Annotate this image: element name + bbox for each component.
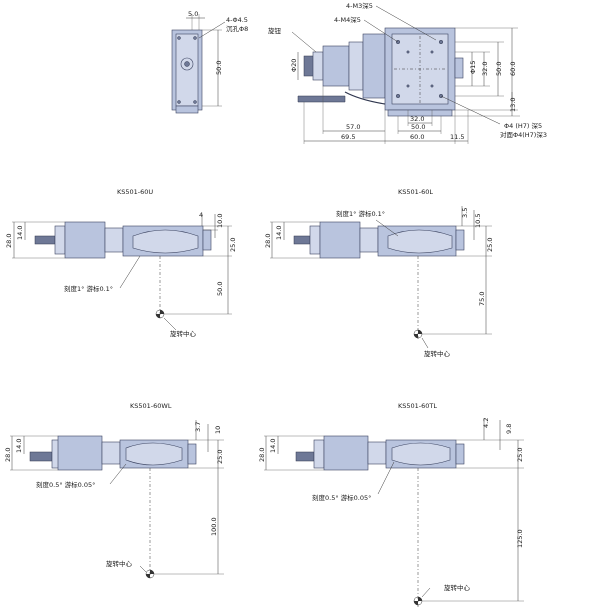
front-dim-h50: 50.0 [411, 123, 425, 131]
side-knob-circle [180, 57, 194, 71]
l-dim-14: 14.0 [275, 226, 283, 240]
front-dim-60: 60.0 [509, 62, 517, 76]
view-ks501-60l: KS501-60L 28.0 14.0 3.5 10.5 25.0 75.0 刻… [264, 188, 494, 358]
wl-dim-28: 28.0 [4, 448, 12, 462]
l-center-label: 旋转中心 [424, 349, 451, 358]
front-dim-13: 13.0 [509, 98, 517, 112]
top-front-view: 4-M3深5 4-M4深5 旋钮 Φ20 Φ15 32.0 50.0 60.0 … [268, 1, 547, 144]
l-end-knob [455, 229, 465, 251]
l-knob-cap [293, 235, 311, 245]
front-slide-block [362, 33, 386, 99]
u-dim-4: 4 [199, 211, 203, 219]
tl-center-label: 旋转中心 [444, 583, 471, 592]
title-ks501-60tl: KS501-60TL [398, 402, 437, 410]
u-center-label: 旋转中心 [170, 329, 197, 338]
front-knob [312, 51, 324, 81]
front-dim-h57: 57.0 [346, 123, 360, 131]
tl-knob-cap [295, 451, 315, 462]
u-collar [104, 227, 124, 253]
u-micrometer [64, 221, 106, 259]
wl-knob-cap [29, 451, 53, 462]
u-arc-scale [132, 229, 199, 254]
u-knob [54, 225, 66, 255]
tl-end-knob [455, 443, 465, 465]
wl-center-label: 旋转中心 [106, 559, 133, 568]
wl-micrometer [57, 435, 103, 471]
view-ks501-60wl: KS501-60WL 28.0 14.0 3.7 10 25.0 100.0 刻… [4, 402, 224, 580]
side-stage-foot [175, 105, 199, 114]
tl-dim-14: 14.0 [269, 439, 277, 453]
front-callout-m4: 4-M4深5 [334, 15, 361, 24]
u-scale-label: 刻度1° 游标0.1° [64, 284, 113, 293]
side-hole-callout-2: 沉孔Φ8 [226, 25, 248, 33]
u-knob-cap [34, 235, 56, 245]
u-dim-14: 14.0 [16, 226, 24, 240]
front-side-knob [454, 57, 464, 79]
tl-dim-4-2: 4.2 [482, 418, 490, 428]
front-dim-bore: Φ15 [469, 61, 477, 74]
tl-dim-28: 28.0 [258, 448, 266, 462]
front-base [387, 109, 453, 117]
tl-dim-125: 125.0 [516, 529, 524, 548]
title-ks501-60u: KS501-60U [117, 188, 153, 196]
tl-scale-label: 刻度0.5° 游标0.05° [312, 493, 371, 502]
wl-dim-100: 100.0 [210, 517, 218, 536]
l-knob [309, 225, 321, 255]
l-dim-3-5: 3.5 [461, 208, 469, 218]
front-dim-50: 50.0 [495, 62, 503, 76]
u-dim-50: 50.0 [216, 282, 224, 296]
wl-dim-14: 14.0 [15, 439, 23, 453]
front-dim-h32: 32.0 [410, 115, 424, 123]
u-dim-10: 10.0 [216, 214, 224, 228]
wl-arc-scale [125, 442, 183, 466]
front-micrometer [322, 45, 350, 87]
l-micrometer [319, 221, 361, 259]
front-dim-32: 32.0 [481, 62, 489, 76]
l-dim-25: 25.0 [486, 238, 494, 252]
wl-end-knob [187, 443, 197, 465]
l-arc-scale [387, 229, 453, 254]
tl-micrometer [323, 435, 369, 471]
u-dim-28: 28.0 [5, 234, 13, 248]
wl-dim-10: 10 [214, 426, 222, 434]
front-note-1: Φ4 (H7) 深5 [504, 121, 542, 130]
tl-knob [313, 439, 325, 469]
tl-dim-25: 25.0 [516, 448, 524, 462]
tl-arc-scale [391, 442, 451, 466]
top-side-view: 5.0 50.0 4-Φ4.5 沉孔Φ8 [171, 10, 248, 114]
l-dim-10-5: 10.5 [474, 214, 482, 228]
tl-dim-9-8: 9.8 [505, 424, 513, 434]
front-dim-h11-5: 11.5 [450, 133, 464, 141]
front-callout-m3: 4-M3深5 [346, 1, 373, 10]
wl-scale-label: 刻度0.5° 游标0.05° [36, 480, 95, 489]
u-dim-25: 25.0 [229, 238, 237, 252]
l-scale-label: 刻度1° 游标0.1° [336, 209, 385, 218]
front-callout-knob: 旋钮 [268, 26, 282, 35]
wl-collar [101, 441, 121, 465]
l-collar [359, 227, 379, 253]
front-cable [297, 95, 346, 103]
l-dim-75: 75.0 [478, 292, 486, 306]
u-end-knob [202, 229, 212, 251]
view-ks501-60tl: KS501-60TL 28.0 14.0 4.2 9.8 25.0 125.0 … [258, 402, 524, 608]
side-dim-height: 50.0 [215, 61, 223, 75]
front-micrometer-collar [348, 41, 364, 91]
view-ks501-60u: KS501-60U 28.0 14.0 4 10.0 25.0 50.0 刻度1… [5, 188, 237, 338]
front-knob-cap [303, 55, 315, 77]
side-knob-hub [184, 61, 190, 67]
front-dim-knob-dia: Φ20 [290, 59, 298, 72]
front-dim-h60: 60.0 [410, 133, 424, 141]
title-ks501-60l: KS501-60L [398, 188, 433, 196]
title-ks501-60wl: KS501-60WL [130, 402, 172, 410]
side-dim-width: 5.0 [188, 10, 198, 18]
wl-dim-3-7: 3.7 [194, 422, 202, 432]
front-note-2: 对面Φ4(H7)深3 [500, 130, 547, 139]
tl-collar [367, 441, 387, 465]
front-dim-h69-5: 69.5 [341, 133, 355, 141]
l-dim-28: 28.0 [264, 234, 272, 248]
side-hole-callout-1: 4-Φ4.5 [226, 16, 248, 24]
wl-dim-25: 25.0 [216, 450, 224, 464]
